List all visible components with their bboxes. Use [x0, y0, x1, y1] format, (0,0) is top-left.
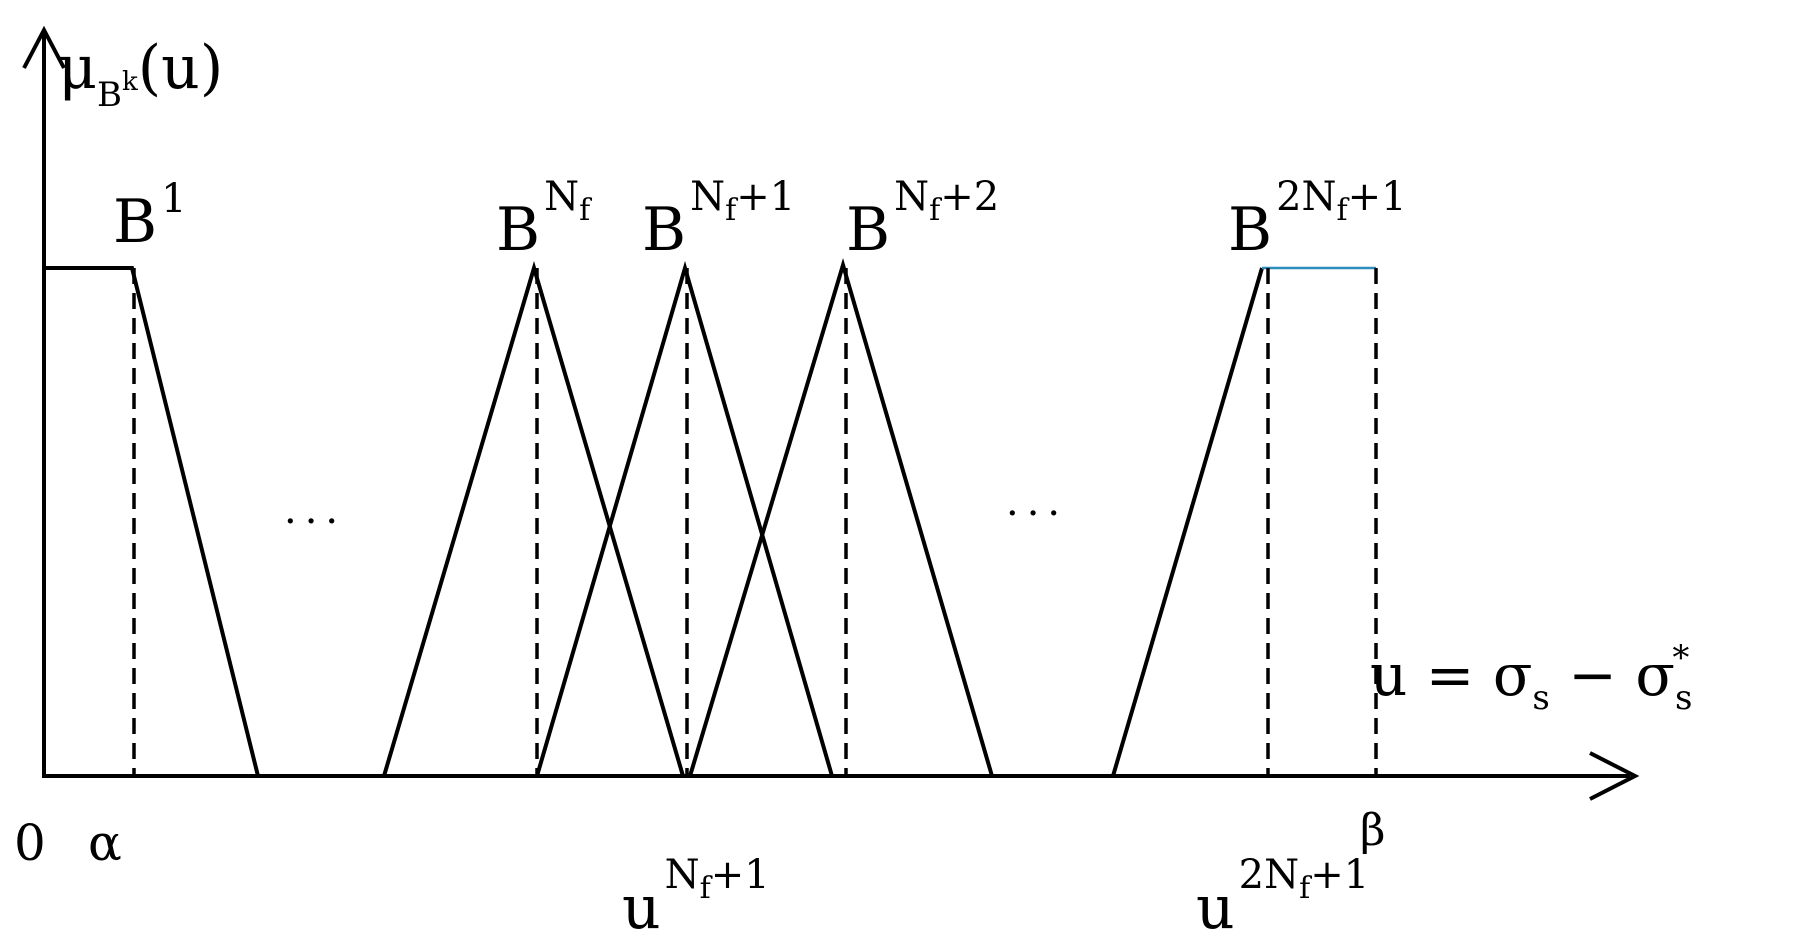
- set-bnf2-shape: [688, 257, 994, 777]
- tick-label-zero: 0: [14, 814, 46, 872]
- tick-label-beta: β: [1360, 805, 1385, 856]
- tick-label-alpha: α: [88, 814, 122, 872]
- set-b1-shape: [44, 266, 260, 777]
- set-bnf-shape: [382, 260, 685, 777]
- x-axis-label: u = σs − σs*: [1370, 638, 1692, 718]
- ellipsis-right: ···: [1006, 491, 1068, 537]
- y-axis-label: μBk(u): [58, 33, 223, 115]
- set-bnf1-shape: [535, 260, 834, 777]
- y-axis: [22, 25, 66, 778]
- x-axis: [44, 751, 1640, 801]
- ellipsis-left: ···: [284, 499, 346, 545]
- set-b2nf1-shape: [1111, 266, 1378, 777]
